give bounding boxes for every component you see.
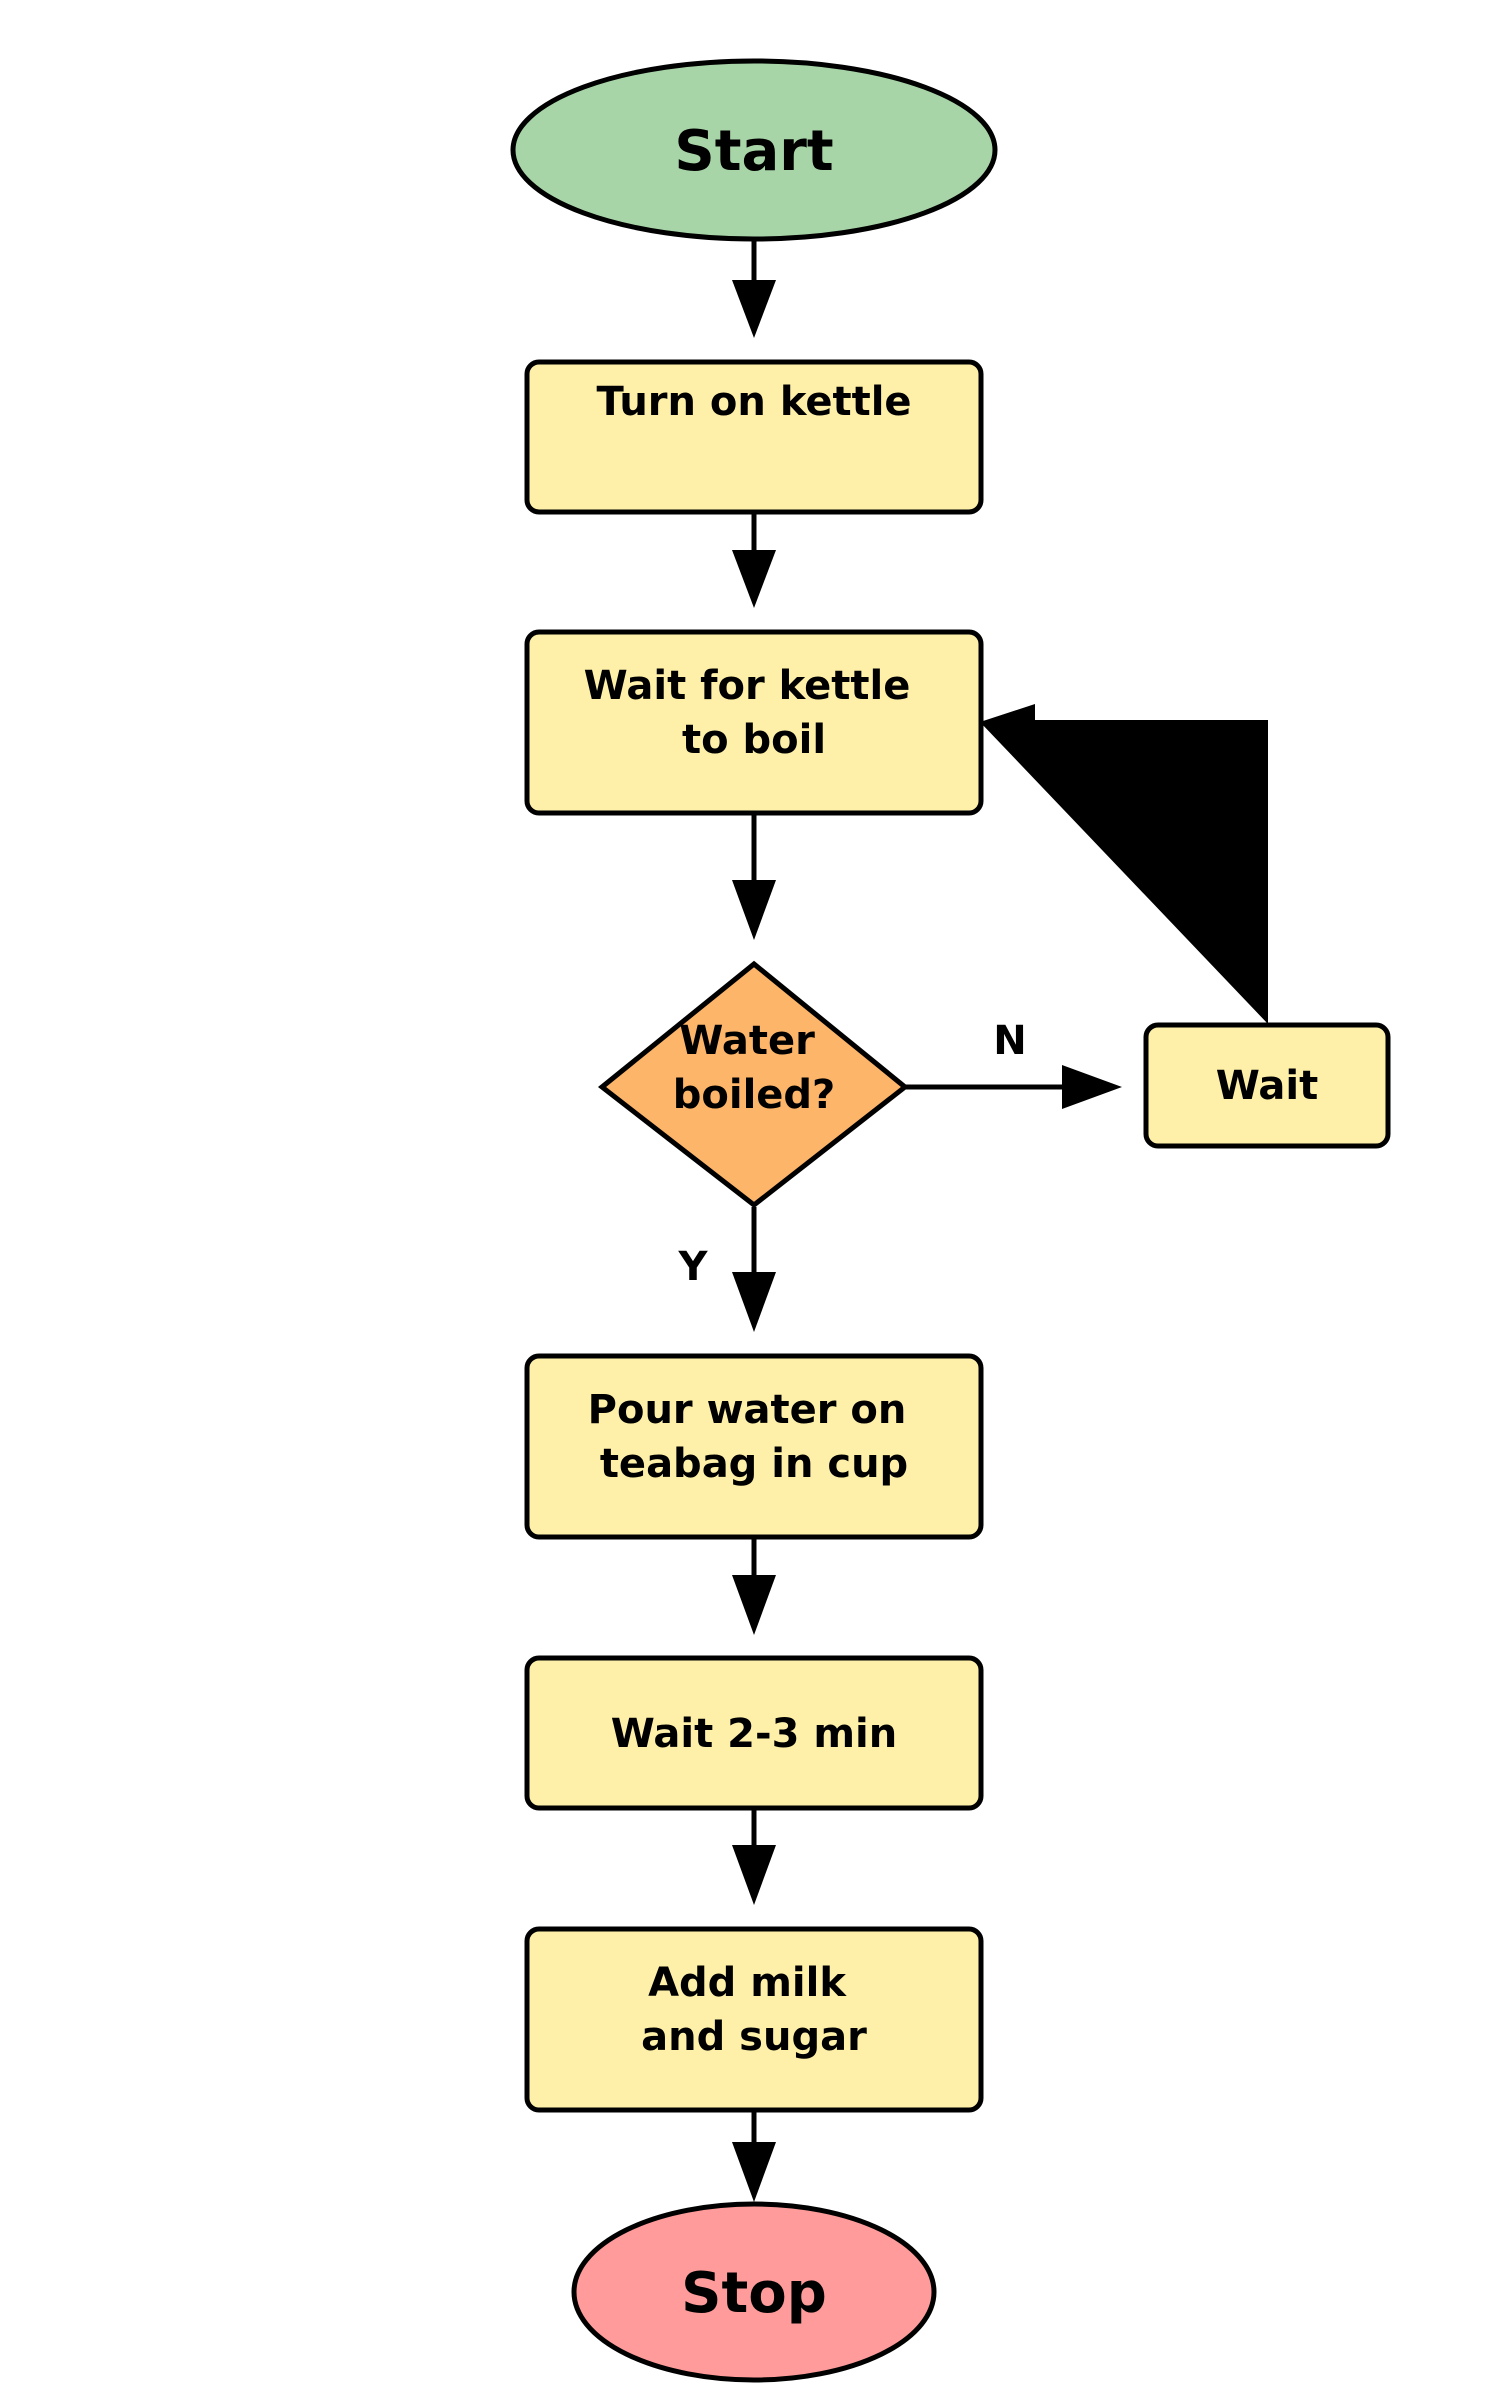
wait-minutes-node: Wait 2-3 min xyxy=(524,1655,984,1811)
turn-on-kettle-label: Turn on kettle xyxy=(596,379,911,425)
arrowhead-to-pour xyxy=(732,1272,776,1332)
water-boiled-label: Water boiled? xyxy=(673,1018,836,1118)
start-node: Start xyxy=(510,58,998,242)
add-milk-line-1: Add milk xyxy=(648,1960,847,2006)
add-milk-box xyxy=(524,1926,984,2113)
wait-box xyxy=(1143,1022,1391,1149)
water-boiled-decision xyxy=(597,960,910,1209)
turn-on-kettle-node: Turn on kettle xyxy=(524,359,984,515)
connectors xyxy=(751,240,1070,2150)
add-milk-label: Add milk and sugar xyxy=(641,1960,867,2060)
wait-minutes-label: Wait 2-3 min xyxy=(611,1711,898,1757)
arrowhead-to-decision xyxy=(732,880,776,940)
stop-label: Stop xyxy=(681,2261,827,2326)
stop-terminal xyxy=(571,2201,937,2383)
wait-minutes-box xyxy=(524,1655,984,1811)
pour-water-line-1: Pour water on xyxy=(588,1387,907,1433)
add-milk-line-2: and sugar xyxy=(641,2014,867,2060)
wait-for-boil-line-2: to boil xyxy=(682,717,826,763)
arrowhead-to-turn-on-kettle xyxy=(732,280,776,338)
wait-label: Wait xyxy=(1216,1063,1319,1109)
arrowhead-to-wait-minutes xyxy=(732,1575,776,1635)
arrowheads xyxy=(732,280,1122,2202)
wait-node: Wait xyxy=(1143,1022,1391,1149)
turn-on-kettle-box xyxy=(524,359,984,515)
add-milk-node: Add milk and sugar xyxy=(524,1926,984,2113)
arrowhead-to-wait-for-boil xyxy=(732,550,776,608)
wait-for-boil-label: Wait for kettle to boil xyxy=(584,663,925,763)
yes-branch-label: Y xyxy=(678,1244,709,1290)
pour-water-label: Pour water on teabag in cup xyxy=(588,1387,921,1487)
wait-for-boil-line-1: Wait for kettle xyxy=(584,663,911,709)
water-boiled-line-1: Water xyxy=(679,1018,815,1064)
water-boiled-line-2: boiled? xyxy=(673,1072,836,1118)
pour-water-box xyxy=(524,1353,984,1540)
wait-for-boil-box xyxy=(524,629,984,816)
arrowhead-to-stop xyxy=(732,2142,776,2202)
water-boiled-node: Water boiled? xyxy=(597,960,910,1209)
pour-water-line-2: teabag in cup xyxy=(600,1441,908,1487)
loop-back-arrow xyxy=(980,704,1268,1024)
turn-on-kettle-line-1: Turn on kettle xyxy=(596,379,911,425)
start-label: Start xyxy=(674,119,833,184)
wait-for-boil-node: Wait for kettle to boil xyxy=(524,629,984,816)
arrowhead-to-add-milk xyxy=(732,1845,776,1905)
arrowhead-to-wait xyxy=(1062,1065,1122,1109)
start-terminal xyxy=(510,58,998,242)
pour-water-node: Pour water on teabag in cup xyxy=(524,1353,984,1540)
no-branch-label: N xyxy=(993,1018,1026,1064)
stop-node: Stop xyxy=(571,2201,937,2383)
